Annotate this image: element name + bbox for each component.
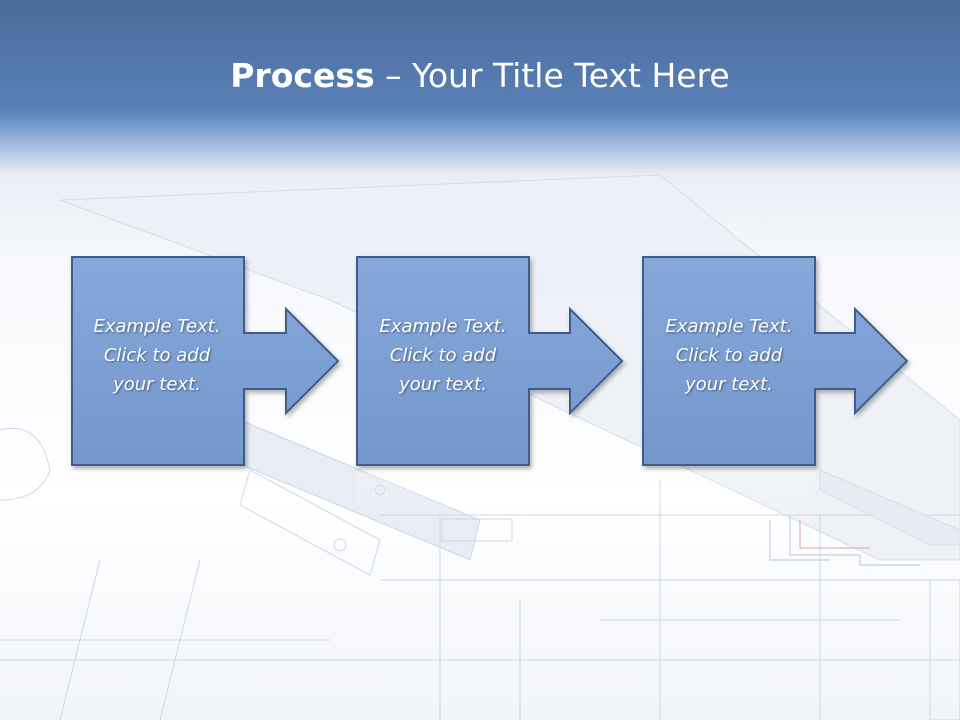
step-3-line-1: Example Text. — [665, 316, 793, 337]
step-2-line-1: Example Text. — [379, 316, 507, 337]
process-step-3-reflection — [643, 470, 815, 530]
slide-title[interactable]: Process – Your Title Text Here — [0, 56, 960, 96]
step-1-line-2: Click to add — [103, 345, 211, 366]
step-2-line-2: Click to add — [389, 345, 497, 366]
process-step-3[interactable] — [642, 256, 909, 466]
process-step-3-text[interactable]: Example Text. Click to add your text. — [644, 312, 814, 399]
process-step-1[interactable] — [71, 256, 340, 466]
title-rest-part: – Your Title Text Here — [374, 56, 730, 95]
process-step-2-reflection — [357, 470, 529, 530]
step-2-line-3: your text. — [399, 374, 487, 395]
step-1-line-1: Example Text. — [93, 316, 221, 337]
step-1-line-3: your text. — [113, 374, 201, 395]
process-step-2-text[interactable]: Example Text. Click to add your text. — [358, 312, 528, 399]
title-bold-part: Process — [230, 56, 375, 95]
process-step-2[interactable] — [356, 256, 624, 466]
step-3-line-2: Click to add — [675, 345, 783, 366]
process-step-1-reflection — [72, 470, 244, 530]
process-step-1-text[interactable]: Example Text. Click to add your text. — [72, 312, 242, 399]
step-3-line-3: your text. — [685, 374, 773, 395]
